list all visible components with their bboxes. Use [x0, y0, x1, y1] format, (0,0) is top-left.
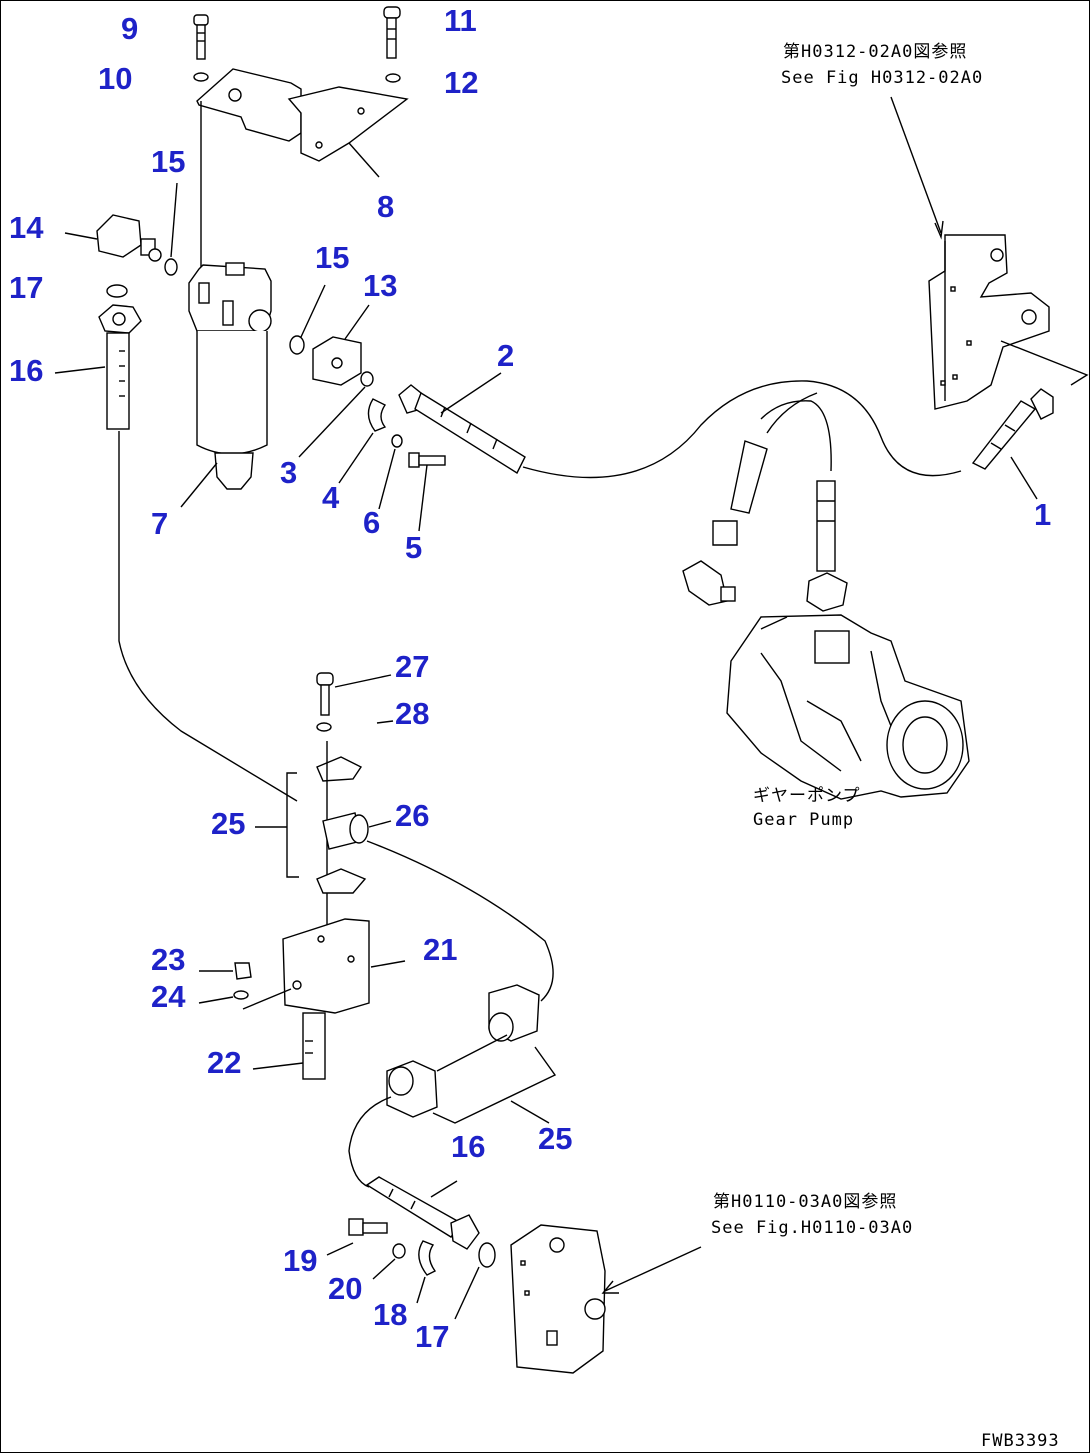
fitting-14: [96, 214, 162, 262]
clamp-18: [418, 1240, 437, 1276]
bracket-8: [196, 68, 409, 162]
clamp-pair-25-upper: [488, 984, 540, 1042]
clamp-top-25: [316, 756, 363, 782]
reference-note-top-en: See Fig H0312-02A0: [781, 68, 984, 88]
washer-12: [385, 73, 401, 83]
washer-20: [392, 1243, 406, 1259]
callout-8: 8: [377, 189, 395, 224]
callout-15-mid: 15: [315, 240, 350, 275]
elbow-fitting: [682, 560, 736, 606]
clamp-bottom-25: [316, 868, 367, 894]
bolt-27: [316, 672, 334, 716]
hose-2: [398, 384, 526, 475]
callout-5: 5: [405, 530, 423, 565]
reference-note-bottom-jp: 第H0110-03A0図参照: [713, 1192, 898, 1212]
gear-pump-label-en: Gear Pump: [753, 810, 855, 830]
callout-1: 1: [1034, 497, 1052, 532]
o-ring-15b: [289, 335, 305, 355]
callout-9: 9: [121, 11, 139, 46]
hose-1: [971, 388, 1054, 470]
callout-7: 7: [151, 506, 169, 541]
bolt-9: [193, 14, 209, 60]
filter-7: [188, 262, 272, 490]
hose-16b: [365, 1176, 480, 1250]
reference-note-top-jp: 第H0312-02A0図参照: [783, 42, 968, 62]
block-13: [312, 336, 362, 386]
callout-3: 3: [280, 455, 298, 490]
callout-21: 21: [423, 932, 458, 967]
o-ring-17b: [478, 1242, 496, 1268]
callout-17-lower: 17: [415, 1319, 450, 1354]
callout-10: 10: [98, 61, 133, 96]
callout-4: 4: [322, 480, 340, 515]
gear-pump: [726, 614, 970, 800]
callout-23: 23: [151, 942, 186, 977]
bolt-5: [408, 452, 446, 468]
o-ring-15a: [164, 258, 178, 276]
callout-26: 26: [395, 798, 430, 833]
callout-17-top: 17: [9, 270, 44, 305]
callout-11: 11: [444, 3, 477, 38]
callout-27: 27: [395, 649, 430, 684]
nut-23: [234, 962, 252, 980]
callout-25-lower: 25: [538, 1121, 573, 1156]
callout-18: 18: [373, 1297, 408, 1332]
clamp-pair-25-lower: [386, 1060, 438, 1118]
callout-16-top: 16: [9, 353, 44, 388]
callout-28: 28: [395, 696, 430, 731]
o-ring-17a: [106, 284, 128, 298]
bolt-19: [348, 1218, 388, 1236]
reference-note-bottom-en: See Fig.H0110-03A0: [711, 1218, 914, 1238]
callout-15-top: 15: [151, 144, 186, 179]
hose-22: [302, 1012, 326, 1080]
pump-hose-right: [806, 480, 848, 612]
callout-20: 20: [328, 1271, 363, 1306]
clamp-4: [367, 398, 387, 432]
callout-2: 2: [497, 338, 515, 373]
washer-28: [316, 722, 332, 732]
callout-14: 14: [9, 210, 44, 245]
callout-16-lower: 16: [451, 1129, 486, 1164]
gear-pump-label-jp: ギヤーポンプ: [753, 786, 861, 806]
grommet-26: [322, 812, 369, 850]
callout-25-upper: 25: [211, 806, 246, 841]
callout-6: 6: [363, 505, 381, 540]
pump-hose-left: [712, 392, 818, 546]
callout-22: 22: [207, 1045, 242, 1080]
washer-10: [193, 72, 209, 82]
washer-6: [391, 434, 403, 448]
o-ring-3: [360, 371, 374, 387]
bracket-21: [282, 918, 370, 1014]
drawing-code: FWB3393: [981, 1431, 1060, 1451]
hose-16a: [98, 304, 142, 430]
bracket-ref-top: [928, 234, 1050, 410]
callout-12: 12: [444, 65, 479, 100]
bolt-11: [383, 6, 401, 59]
callout-19: 19: [283, 1243, 318, 1278]
callout-13: 13: [363, 268, 398, 303]
callout-24: 24: [151, 979, 186, 1014]
washer-24: [233, 990, 249, 1000]
valve-block: [510, 1224, 606, 1374]
